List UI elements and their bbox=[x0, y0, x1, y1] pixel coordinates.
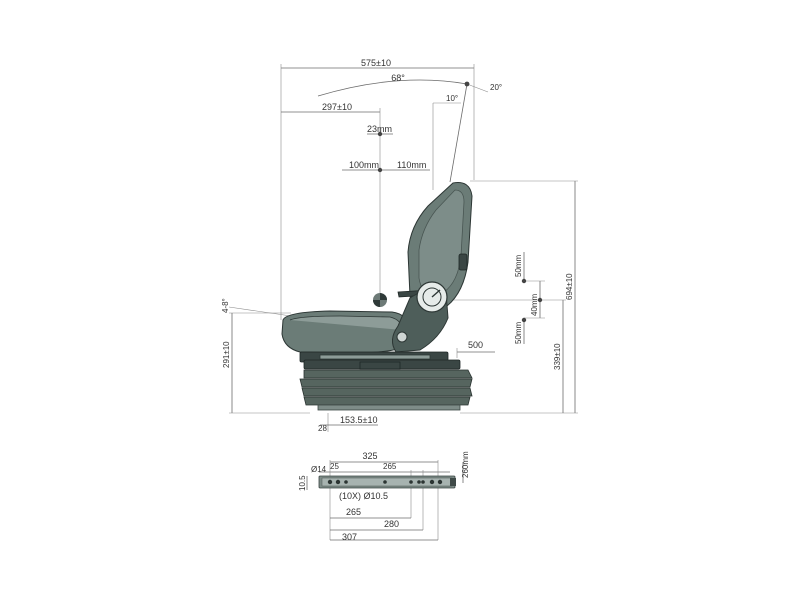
fore-aft-label: 500 bbox=[468, 340, 483, 350]
back-angle-10-label: 10° bbox=[446, 94, 458, 103]
mounting-holes-label: (10X) Ø10.5 bbox=[339, 491, 388, 501]
base-offset-label: 153.5±10 bbox=[340, 415, 377, 425]
reference-dots bbox=[377, 81, 543, 323]
plate-thickness-label: 10.5 bbox=[298, 475, 307, 491]
bolt-diameter-14-label: Ø14 bbox=[311, 465, 327, 474]
recline-angle-label: 68° bbox=[391, 73, 405, 83]
headrest-100-label: 100mm bbox=[349, 160, 379, 170]
base-plate-view bbox=[318, 475, 456, 489]
back-angle-20-label: 20° bbox=[490, 83, 502, 92]
lumbar-23-label: 23mm bbox=[367, 124, 392, 134]
height-adjust-40-label: 40mm bbox=[530, 293, 539, 316]
plate-280-label: 280 bbox=[384, 519, 399, 529]
plate-260-label: 260mm bbox=[461, 451, 470, 478]
height-adjust-50-top-label: 50mm bbox=[514, 254, 523, 277]
plate-265-bottom-label: 265 bbox=[346, 507, 361, 517]
dimension-lines bbox=[228, 64, 578, 541]
overall-length-label: 575±10 bbox=[361, 58, 391, 68]
height-adjust-50-bottom-label: 50mm bbox=[514, 321, 523, 344]
seat-tilt-label: 4-8° bbox=[221, 298, 230, 313]
dimension-labels: 575±10 68° 20° 10° 297±10 23mm 100mm 110… bbox=[221, 58, 574, 542]
plate-307-label: 307 bbox=[342, 532, 357, 542]
plate-265-top-label: 265 bbox=[383, 462, 397, 471]
headrest-110-label: 110mm bbox=[397, 160, 426, 170]
plate-25-label: 25 bbox=[330, 462, 339, 471]
offset-28-label: 28 bbox=[318, 424, 327, 433]
overall-height-label: 694±10 bbox=[565, 273, 574, 300]
seat-height-left-label: 291±10 bbox=[222, 341, 231, 368]
seat-side-view bbox=[281, 182, 473, 411]
h-point-marker bbox=[373, 293, 387, 307]
plate-325-label: 325 bbox=[362, 451, 377, 461]
seat-height-right-label: 339±10 bbox=[553, 343, 562, 370]
seat-depth-label: 297±10 bbox=[322, 102, 352, 112]
